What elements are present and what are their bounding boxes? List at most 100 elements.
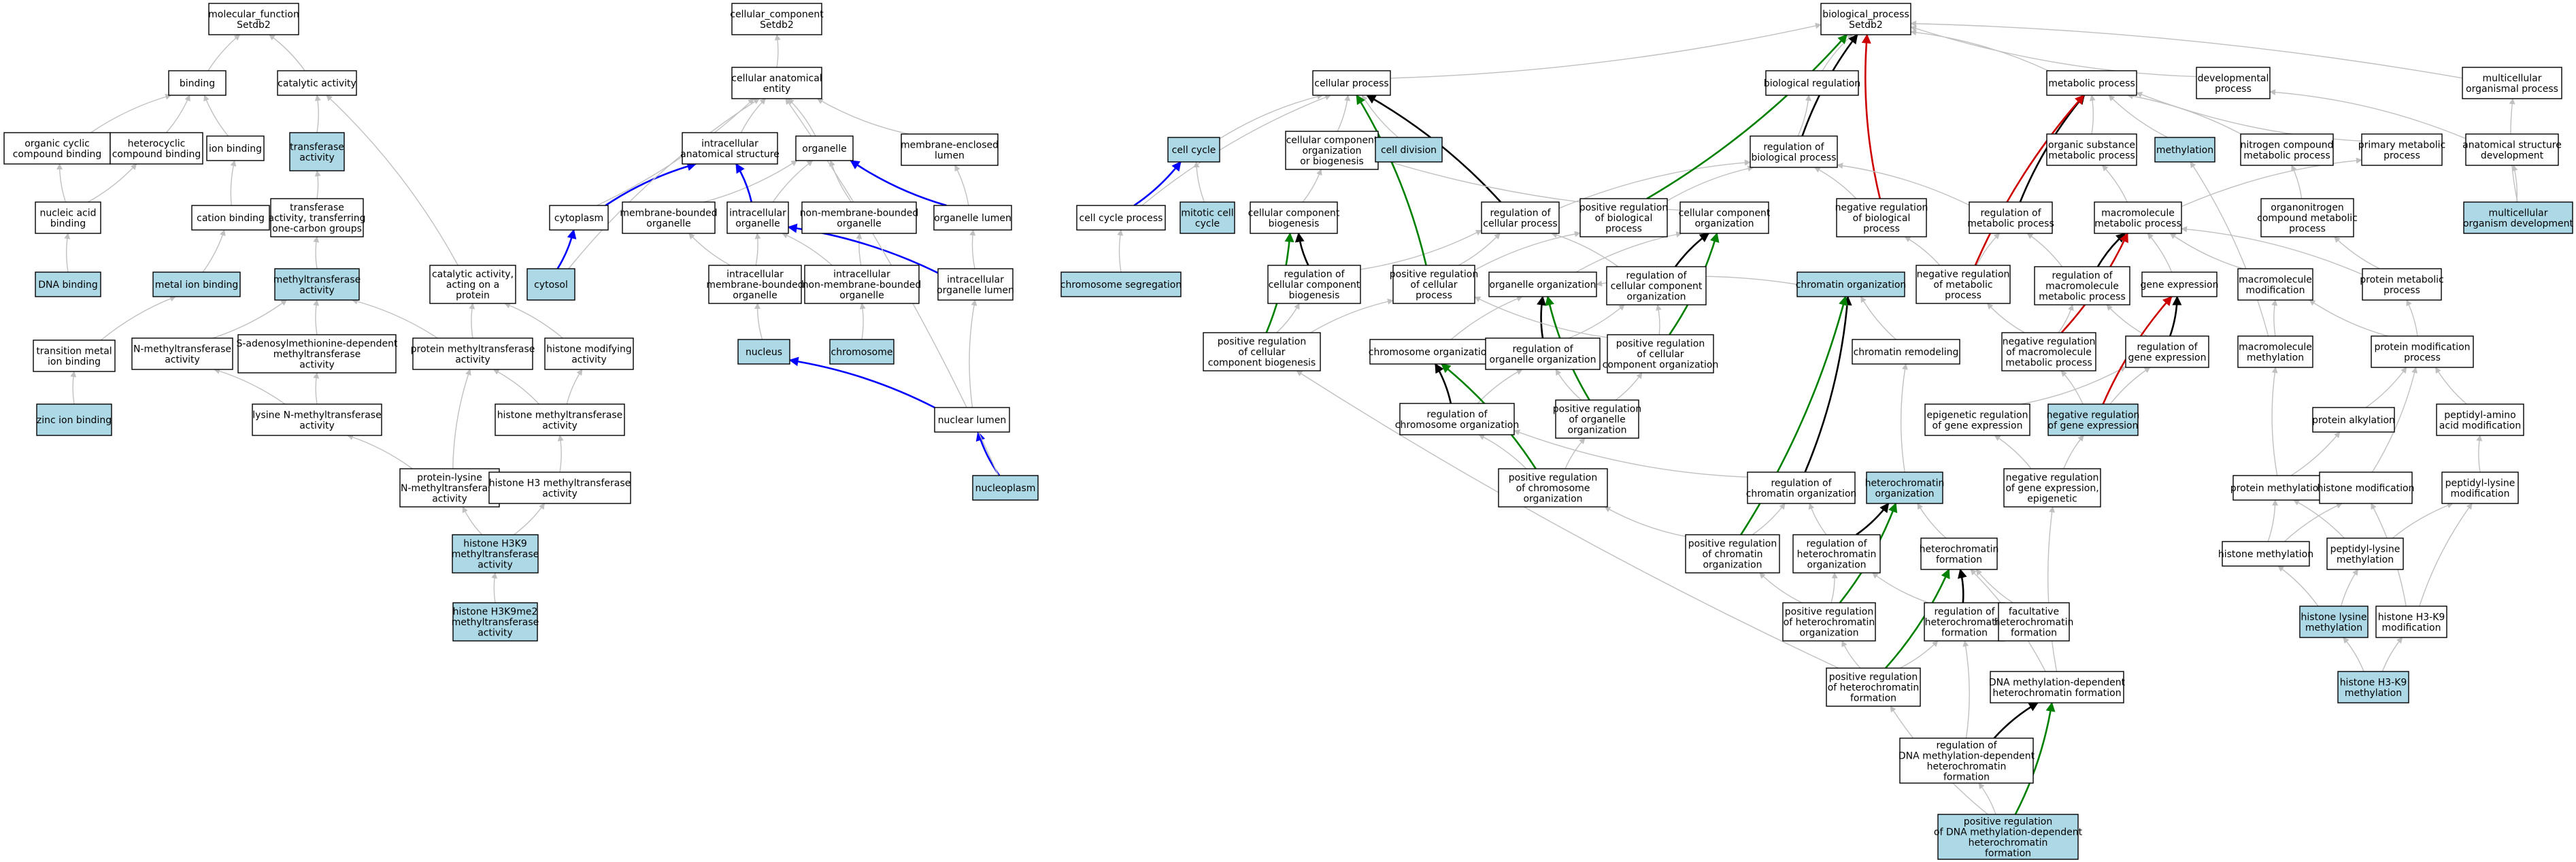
go-term-node-chromrem[interactable]: chromatin remodeling — [1852, 339, 1960, 365]
go-term-node-methylation[interactable]: methylation — [2154, 137, 2215, 163]
go-term-node-cellproc[interactable]: cellular process — [1312, 70, 1391, 96]
go-term-node-chrorg[interactable]: chromosome organization — [1369, 339, 1492, 365]
go-term-node-cellcycle[interactable]: cell cycle — [1167, 137, 1220, 163]
go-term-node-orgorg[interactable]: organelle organization — [1488, 271, 1597, 297]
go-term-node-ionb[interactable]: ion binding — [206, 135, 265, 161]
go-term-node-plnmt[interactable]: protein-lysineN-methyltransferaseactivit… — [399, 468, 500, 508]
go-term-node-nucleoplasm[interactable]: nucleoplasm — [972, 475, 1039, 501]
go-term-node-chrseg[interactable]: chromosome segregation — [1060, 271, 1182, 297]
go-term-node-cationb[interactable]: cation binding — [191, 205, 270, 231]
go-term-node-protalk[interactable]: protein alkylation — [2312, 407, 2395, 433]
go-term-node-histmod[interactable]: histone modification — [2318, 471, 2415, 504]
go-term-node-chromorg[interactable]: chromatin organization — [1796, 271, 1907, 297]
go-term-node-zinc[interactable]: zinc ion binding — [36, 403, 112, 436]
go-term-node-samdep[interactable]: S-adenosylmethionine-dependentmethyltran… — [236, 334, 398, 374]
go-term-node-geneexp[interactable]: gene expression — [2141, 271, 2219, 297]
go-term-node-olumen[interactable]: organelle lumen — [933, 205, 1012, 231]
go-term-node-dnamethhet[interactable]: DNA methylation-dependentheterochromatin… — [1989, 671, 2126, 703]
go-term-node-cytosol[interactable]: cytosol — [526, 268, 575, 301]
go-term-node-bioreg[interactable]: biological regulation — [1764, 70, 1860, 96]
go-term-node-metionb[interactable]: metal ion binding — [152, 271, 241, 297]
go-term-node-ccproc[interactable]: cell cycle process — [1076, 205, 1166, 231]
go-term-node-metproc[interactable]: metabolic process — [2046, 70, 2137, 96]
go-term-node-dnab[interactable]: DNA binding — [35, 271, 101, 297]
go-term-node-inmbo[interactable]: intracellularnon-membrane-boundedorganel… — [803, 265, 922, 304]
go-term-node-organelle[interactable]: organelle — [795, 135, 854, 161]
go-term-node-cytoplasm[interactable]: cytoplasm — [549, 205, 609, 231]
go-term-node-nucleus[interactable]: nucleus — [737, 339, 790, 365]
go-term-node-nlumen[interactable]: nuclear lumen — [934, 407, 1010, 433]
